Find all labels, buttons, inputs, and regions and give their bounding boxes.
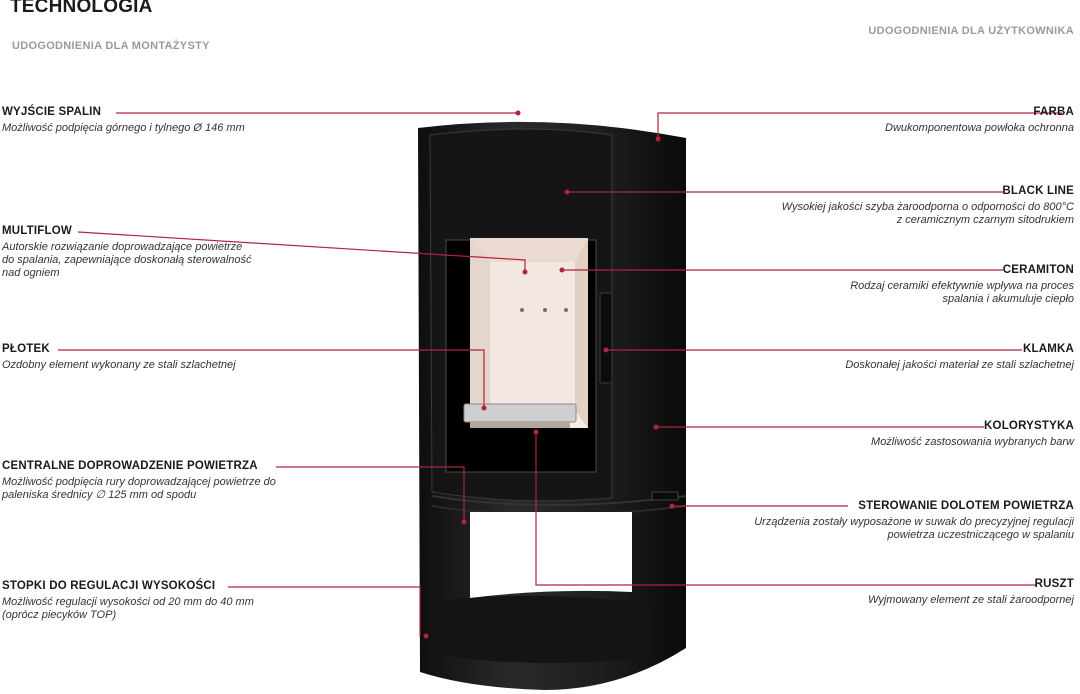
- feature-colors: KOLORYSTYKA Możliwość zastosowania wybra…: [871, 420, 1074, 449]
- feature-title: BLACK LINE: [1002, 185, 1074, 197]
- feature-title: FARBA: [1033, 106, 1074, 118]
- door-handle: [599, 292, 613, 384]
- feature-title: CENTRALNE DOPROWADZENIE POWIETRZA: [2, 460, 258, 472]
- log-storage-opening: [470, 512, 632, 598]
- feature-fence: PŁOTEK Ozdobny element wykonany ze stali…: [2, 343, 236, 372]
- page-title: TECHNOLOGIA: [10, 0, 153, 17]
- feature-air-intake-control: STEROWANIE DOLOTEM POWIETRZA Urządzenia …: [754, 500, 1074, 542]
- feature-exhaust-outlet: WYJŚCIE SPALIN Możliwość podpięcia górne…: [2, 106, 245, 135]
- feature-title: KOLORYSTYKA: [984, 420, 1074, 432]
- feature-title: PŁOTEK: [2, 343, 50, 355]
- feature-description: Wysokiej jakości szyba żaroodporna o odp…: [781, 201, 1074, 226]
- feature-ceramiton: CERAMITON Rodzaj ceramiki efektywnie wpł…: [850, 264, 1074, 306]
- feature-black-line: BLACK LINE Wysokiej jakości szyba żarood…: [782, 185, 1074, 227]
- feature-title: STOPKI DO REGULACJI WYSOKOŚCI: [2, 580, 216, 592]
- feature-description: Wyjmowany element ze stali żaroodpornej: [867, 594, 1074, 606]
- feature-description: Dwukomponentowa powłoka ochronna: [885, 122, 1074, 134]
- feature-paint: FARBA Dwukomponentowa powłoka ochronna: [885, 106, 1074, 135]
- feature-description: Urządzenia zostały wyposażone w suwak do…: [754, 516, 1074, 541]
- feature-description: Możliwość zastosowania wybranych barw: [871, 436, 1074, 448]
- feature-central-air-supply: CENTRALNE DOPROWADZENIE POWIETRZA Możliw…: [2, 460, 276, 502]
- feature-handle: KLAMKA Doskonałej jakości materiał ze st…: [845, 343, 1074, 372]
- installer-section-heading: UDOGODNIENIA DLA MONTAŻYSTY: [12, 40, 210, 52]
- decorative-bar: [463, 403, 577, 423]
- feature-title: CERAMITON: [1002, 264, 1074, 276]
- feature-grate: RUSZT Wyjmowany element ze stali żaroodp…: [868, 578, 1074, 607]
- user-section-heading: UDOGODNIENIA DLA UŻYTKOWNIKA: [868, 25, 1074, 37]
- feature-description: Doskonałej jakości materiał ze stali szl…: [845, 359, 1074, 371]
- feature-description: Autorskie rozwiązanie doprowadzające pow…: [2, 241, 252, 279]
- feature-description: Ozdobny element wykonany ze stali szlach…: [2, 359, 236, 371]
- feature-description: Możliwość podpięcia górnego i tylnego Ø …: [2, 122, 245, 134]
- feature-title: MULTIFLOW: [2, 225, 72, 237]
- feature-title: WYJŚCIE SPALIN: [2, 106, 102, 118]
- feature-multiflow: MULTIFLOW Autorskie rozwiązanie doprowad…: [2, 225, 252, 280]
- feature-description: Możliwość regulacji wysokości od 20 mm d…: [2, 596, 254, 621]
- feature-title: RUSZT: [1034, 578, 1074, 590]
- feature-description: Możliwość podpięcia rury doprowadzającej…: [2, 476, 276, 501]
- feature-description: Rodzaj ceramiki efektywnie wpływa na pro…: [850, 280, 1074, 305]
- feature-adjustable-feet: STOPKI DO REGULACJI WYSOKOŚCI Możliwość …: [2, 580, 254, 622]
- feature-title: STEROWANIE DOLOTEM POWIETRZA: [858, 500, 1074, 512]
- feature-title: KLAMKA: [1022, 343, 1074, 355]
